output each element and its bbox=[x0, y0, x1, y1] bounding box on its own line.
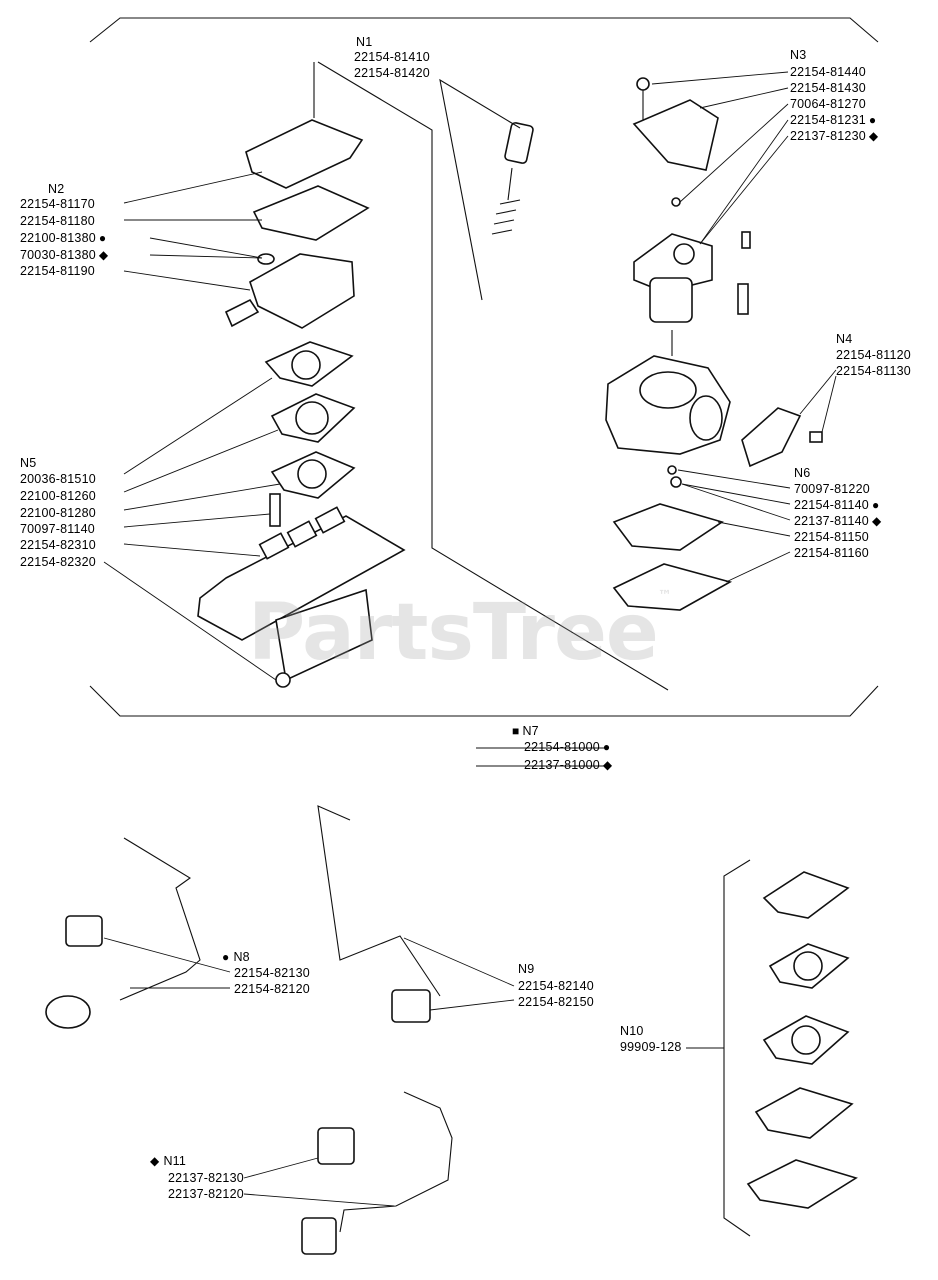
circle-marker-icon: ● bbox=[222, 950, 230, 964]
circle-marker-icon: ● bbox=[868, 113, 877, 127]
n8-part-1[interactable]: 22154-82130 bbox=[234, 966, 310, 980]
n5-part-3[interactable]: 22100-81280 bbox=[20, 506, 96, 520]
diamond-marker-icon: ◆ bbox=[98, 248, 109, 262]
n2-part-4[interactable]: 70030-81380◆ bbox=[20, 248, 109, 262]
n4-title: N4 bbox=[836, 332, 853, 346]
n1-part-2[interactable]: 22154-81420 bbox=[354, 66, 430, 80]
n3-part-3[interactable]: 70064-81270 bbox=[790, 97, 866, 111]
n7-part-2[interactable]: 22137-81000◆ bbox=[524, 758, 613, 772]
n4-part-2[interactable]: 22154-81130 bbox=[836, 364, 911, 378]
n10-bracket bbox=[723, 859, 751, 1237]
n5-part-2[interactable]: 22100-81260 bbox=[20, 489, 96, 503]
n6-part-1[interactable]: 70097-81220 bbox=[794, 482, 870, 496]
n2-part-2[interactable]: 22154-81180 bbox=[20, 214, 95, 228]
diamond-marker-icon: ◆ bbox=[602, 758, 613, 772]
n11-title: ◆N11 bbox=[150, 1154, 187, 1168]
center-divider bbox=[317, 61, 669, 691]
n2-part-3[interactable]: 22100-81380● bbox=[20, 231, 107, 245]
n6-part-3[interactable]: 22137-81140◆ bbox=[794, 514, 882, 528]
n2-part-5[interactable]: 22154-81190 bbox=[20, 264, 95, 278]
n3-part-2[interactable]: 22154-81430 bbox=[790, 81, 866, 95]
n1-part-1[interactable]: 22154-81410 bbox=[354, 50, 430, 64]
n3-title: N3 bbox=[790, 48, 807, 62]
n3-part-4[interactable]: 22154-81231● bbox=[790, 113, 877, 127]
n9-part-1[interactable]: 22154-82140 bbox=[518, 979, 594, 993]
n5-parts-illustration bbox=[197, 341, 406, 688]
n1-title: N1 bbox=[356, 35, 373, 49]
circle-marker-icon: ● bbox=[98, 231, 107, 245]
n6-part-2[interactable]: 22154-81140● bbox=[794, 498, 880, 512]
n5-part-6[interactable]: 22154-82320 bbox=[20, 555, 96, 569]
n5-part-5[interactable]: 22154-82310 bbox=[20, 538, 96, 552]
n11-part-2[interactable]: 22137-82120 bbox=[168, 1187, 244, 1201]
n8-part-2[interactable]: 22154-82120 bbox=[234, 982, 310, 996]
n9-part-2[interactable]: 22154-82150 bbox=[518, 995, 594, 1009]
n7-title: ■N7 bbox=[512, 724, 539, 738]
n5-part-4[interactable]: 70097-81140 bbox=[20, 522, 95, 536]
n7-part-1[interactable]: 22154-81000● bbox=[524, 740, 611, 754]
n10-gasket-set-illustration bbox=[686, 871, 858, 1209]
diamond-marker-icon: ◆ bbox=[150, 1154, 160, 1168]
n2-part-1[interactable]: 22154-81170 bbox=[20, 197, 95, 211]
n9-title: N9 bbox=[518, 962, 535, 976]
n3-part-5[interactable]: 22137-81230◆ bbox=[790, 129, 879, 143]
n11-illustration bbox=[243, 1091, 453, 1255]
circle-marker-icon: ● bbox=[602, 740, 611, 754]
n11-part-1[interactable]: 22137-82130 bbox=[168, 1171, 244, 1185]
n10-part-1[interactable]: 99909-128 bbox=[620, 1040, 682, 1054]
leader-lines-upper bbox=[103, 71, 837, 767]
diamond-marker-icon: ◆ bbox=[868, 129, 879, 143]
n5-part-1[interactable]: 20036-81510 bbox=[20, 472, 96, 486]
n6-part-5[interactable]: 22154-81160 bbox=[794, 546, 869, 560]
n9-illustration bbox=[317, 805, 515, 1023]
n6-title: N6 bbox=[794, 466, 811, 480]
n3-part-1[interactable]: 22154-81440 bbox=[790, 65, 866, 79]
n8-title: ●N8 bbox=[222, 950, 250, 964]
n4-part-1[interactable]: 22154-81120 bbox=[836, 348, 911, 362]
diamond-marker-icon: ◆ bbox=[871, 514, 882, 528]
n2-parts-illustration bbox=[224, 62, 370, 329]
n2-title: N2 bbox=[48, 182, 65, 196]
square-marker-icon: ■ bbox=[512, 724, 520, 738]
circle-marker-icon: ● bbox=[871, 498, 880, 512]
n6-part-4[interactable]: 22154-81150 bbox=[794, 530, 869, 544]
n5-title: N5 bbox=[20, 456, 37, 470]
n8-illustration bbox=[45, 837, 231, 1029]
n10-title: N10 bbox=[620, 1024, 644, 1038]
n1-needle-illustration bbox=[439, 78, 534, 301]
carburetor-illustration bbox=[605, 77, 823, 611]
main-frame bbox=[89, 17, 879, 717]
